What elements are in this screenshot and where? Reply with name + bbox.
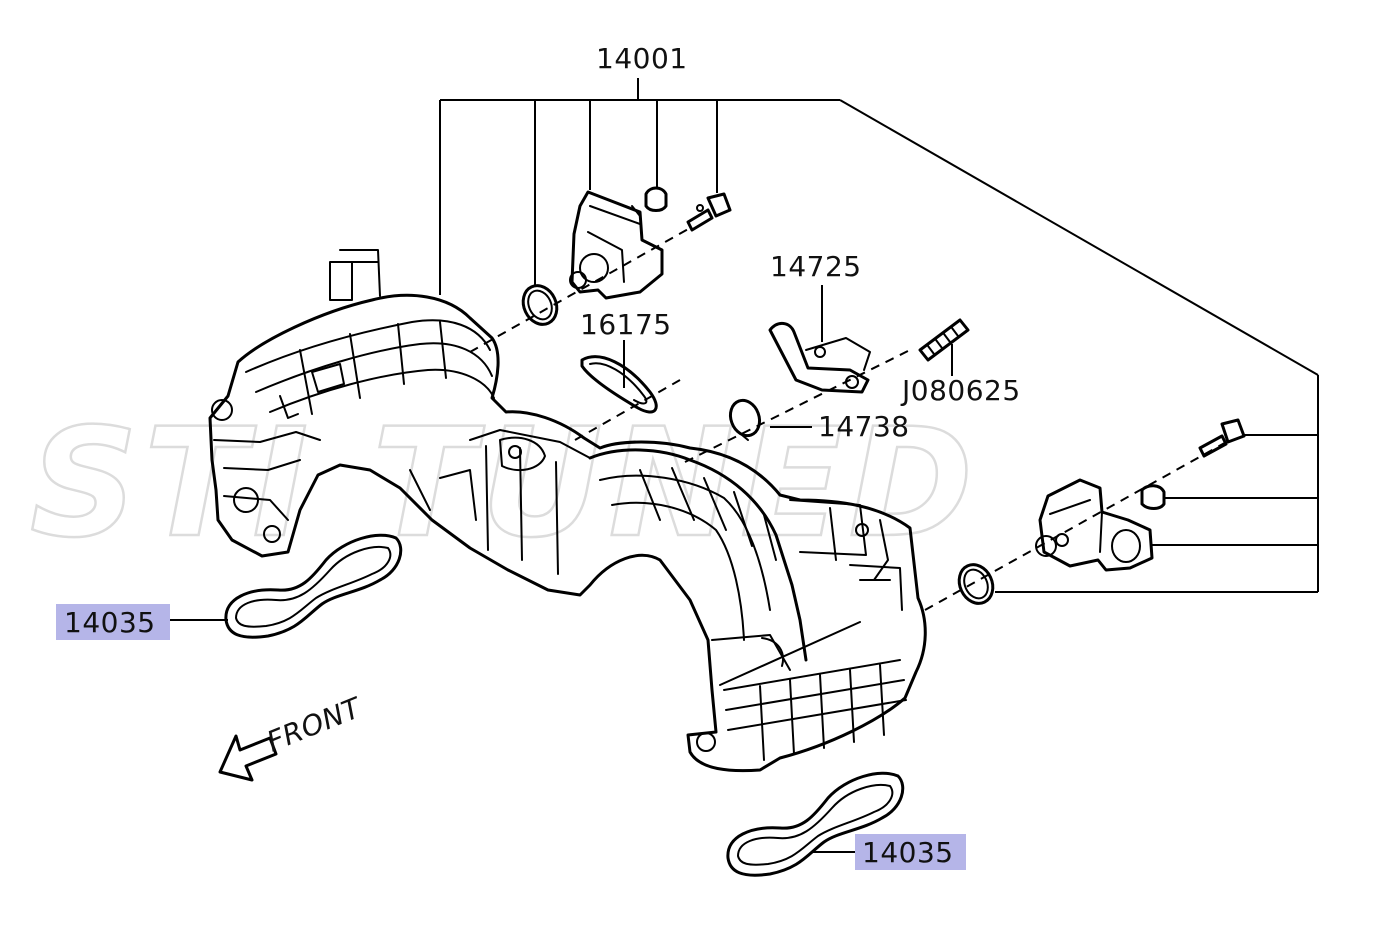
callout-J080625: J080625: [900, 374, 1021, 407]
nut-upper: [644, 186, 668, 212]
gasket-14035-left: [224, 533, 403, 639]
leaders: [170, 285, 953, 853]
gasket-16175: [580, 355, 658, 414]
actuator-upper: [569, 190, 664, 300]
oring-lower: [957, 563, 995, 605]
actuator-lower: [1035, 478, 1154, 572]
alignment-dashes: [469, 227, 1231, 611]
highlight-14035-left: [56, 604, 170, 640]
front-label: FRONT: [262, 691, 367, 759]
nut-lower: [1140, 484, 1166, 510]
leader-14001: [439, 78, 1319, 593]
callout-16175: 16175: [580, 308, 672, 341]
oring-upper: [521, 284, 559, 326]
bolt-lower: [1198, 418, 1246, 458]
gasket-14035-bottom: [726, 771, 905, 877]
callout-14725: 14725: [770, 250, 862, 283]
pipe-14725: [768, 322, 871, 394]
watermark-text: STI TUNED: [30, 397, 979, 571]
callout-14001: 14001: [596, 42, 688, 75]
highlight-14035-bottom: [855, 834, 966, 870]
stud-J080625: [918, 318, 970, 362]
callout-14035-bottom[interactable]: 14035: [862, 836, 954, 869]
intake-manifold: [208, 249, 927, 773]
bolt-upper: [686, 192, 732, 232]
callout-14035-left[interactable]: 14035: [64, 606, 156, 639]
front-direction-indicator: FRONT: [218, 691, 367, 782]
clamp-14738: [728, 398, 762, 441]
callout-14738: 14738: [818, 410, 910, 443]
